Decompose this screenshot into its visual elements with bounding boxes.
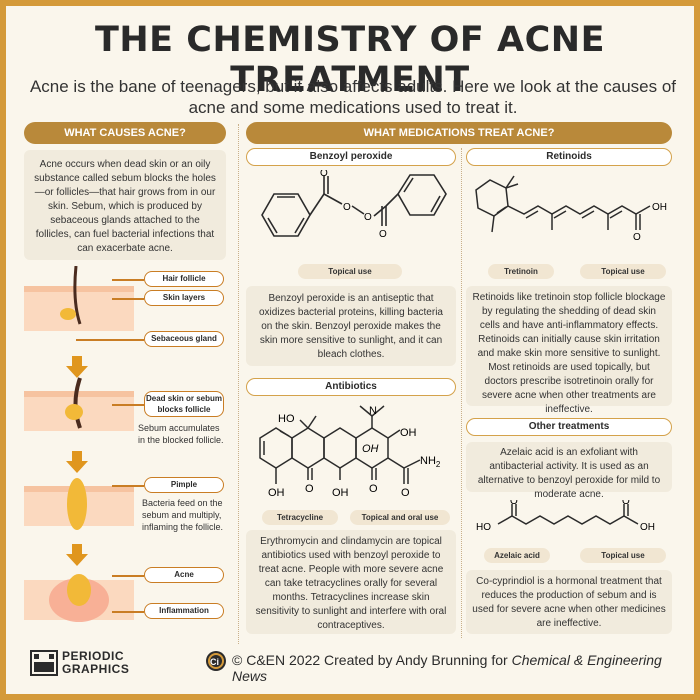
benzoyl-panel: Benzoyl peroxide is an antiseptic that o…: [246, 286, 456, 366]
label-hair-follicle: Hair follicle: [144, 271, 224, 287]
atom-o-benzoyl-3: O: [364, 212, 372, 223]
connector-acne: [112, 575, 144, 577]
step2-text: Sebum accumulates in the blocked follicl…: [138, 423, 224, 445]
footer-credit: © C&EN 2022 Created by Andy Brunning for…: [232, 652, 700, 684]
atom-nh2: NH2: [420, 455, 441, 469]
atom-o-benzoyl-4: O: [379, 229, 387, 240]
down-arrow-2: [66, 451, 88, 473]
atom-oh-4: OH: [332, 487, 349, 499]
label-blocked-line2: blocks follicle: [157, 405, 211, 414]
causes-panel: Acne occurs when dead skin or an oily su…: [24, 150, 226, 260]
atom-oh-1: OH: [400, 427, 417, 439]
atom-o-3: O: [401, 487, 410, 499]
acne-stages-illustration: [24, 266, 134, 622]
antibiotics-title: Antibiotics: [246, 378, 456, 396]
step3-text: Bacteria feed on the sebum and multiply,…: [142, 498, 224, 532]
atom-o-retinoid: O: [633, 232, 641, 243]
sebaceous-gland-1: [60, 308, 76, 320]
atom-o-benzoyl-1: O: [320, 170, 328, 179]
benzoyl-title: Benzoyl peroxide: [246, 148, 456, 166]
azelaic-acid-structure: HO OH O O: [476, 500, 655, 533]
pimple-3: [67, 478, 87, 530]
antibiotics-text: Erythromycin and clindamycin are topical…: [255, 536, 447, 631]
footer-publication: Chemical & Engineering News: [232, 652, 662, 684]
blocked-sebum-2: [65, 404, 83, 420]
hair-2: [73, 377, 82, 429]
connector-sebaceous-gland: [76, 339, 144, 341]
hair-1: [73, 266, 82, 325]
cen-ci-icon: Ci: [206, 651, 226, 671]
column-divider-left: [238, 124, 239, 644]
atom-ho-azelaic: HO: [476, 522, 491, 533]
logo-line2: GRAPHICS: [62, 662, 130, 676]
connector-skin-layers: [112, 298, 144, 300]
atom-oh-retinoid: OH: [652, 202, 667, 213]
cocyprindiol-text: Co-cyprindiol is a hormonal treatment th…: [472, 576, 666, 629]
atom-o-2: O: [369, 483, 378, 495]
retinoids-title: Retinoids: [466, 148, 672, 166]
periodic-graphics-logo-icon: [30, 650, 58, 676]
logo-line1: PERIODIC: [62, 649, 125, 663]
benzoyl-tag: Topical use: [298, 264, 402, 279]
label-inflammation: Inflammation: [144, 603, 224, 619]
label-skin-layers: Skin layers: [144, 290, 224, 306]
atom-ho-1: HO: [278, 413, 295, 425]
down-arrow-3: [66, 544, 88, 566]
label-sebaceous-gland: Sebaceous gland: [144, 331, 224, 347]
azelaic-text: Azelaic acid is an exfoliant with antiba…: [477, 447, 661, 500]
label-acne: Acne: [144, 567, 224, 583]
tretinoin-structure: OH O: [475, 175, 667, 243]
label-blocked-line1: Dead skin or sebum: [145, 394, 223, 403]
atom-oh-2: OH: [362, 443, 379, 455]
connector-hair-follicle: [112, 279, 144, 281]
medications-header: WHAT MEDICATIONS TREAT ACNE?: [246, 122, 672, 144]
atom-o-azelaic-2: O: [622, 500, 630, 507]
azelaic-use-tag: Topical use: [580, 548, 666, 563]
azelaic-tag: Azelaic acid: [484, 548, 550, 563]
causes-header: WHAT CAUSES ACNE?: [24, 122, 226, 144]
svg-text:Ci: Ci: [210, 657, 219, 667]
other-treatments-title: Other treatments: [466, 418, 672, 436]
antibiotics-panel: Erythromycin and clindamycin are topical…: [246, 530, 456, 634]
label-pimple: Pimple: [144, 477, 224, 493]
benzoyl-text: Benzoyl peroxide is an antiseptic that o…: [259, 293, 443, 360]
connector-inflammation: [112, 611, 144, 613]
causes-text: Acne occurs when dead skin or an oily su…: [34, 159, 216, 254]
periodic-graphics-logo-text: PERIODIC GRAPHICS: [62, 650, 129, 676]
footer-credit-text: © C&EN 2022 Created by Andy Brunning for: [232, 652, 512, 668]
antibiotics-use-tag: Topical and oral use: [350, 510, 450, 525]
intro-text: Acne is the bane of teenagers, but it al…: [29, 77, 677, 117]
retinoids-use-tag: Topical use: [580, 264, 666, 279]
atom-o-1: O: [305, 483, 314, 495]
column-divider-right: [461, 148, 462, 638]
cocyprindiol-panel: Co-cyprindiol is a hormonal treatment th…: [466, 570, 672, 634]
acne-4: [67, 574, 91, 606]
atom-o-benzoyl-2: O: [343, 202, 351, 213]
connector-blocked: [112, 404, 144, 406]
down-arrow-1: [66, 356, 88, 378]
retinoids-panel: Retinoids like tretinoin stop follicle b…: [466, 286, 672, 415]
tetracycline-tag: Tetracycline: [262, 510, 338, 525]
atom-o-azelaic-1: O: [510, 500, 518, 507]
page-title: THE CHEMISTRY OF ACNE TREATMENT: [95, 20, 605, 100]
tetracycline-structure: HO N OH OH NH2 OH O OH O O: [259, 405, 441, 499]
atom-oh-azelaic: OH: [640, 522, 655, 533]
retinoids-text: Retinoids like tretinoin stop follicle b…: [472, 292, 666, 415]
atom-oh-3: OH: [268, 487, 285, 499]
atom-n: N: [369, 405, 377, 417]
connector-pimple: [112, 485, 144, 487]
label-blocked-follicle: Dead skin or sebum blocks follicle: [144, 391, 224, 417]
azelaic-panel: Azelaic acid is an exfoliant with antiba…: [466, 442, 672, 500]
benzoyl-peroxide-structure: O O O O: [261, 170, 447, 240]
tretinoin-tag: Tretinoin: [488, 264, 554, 279]
